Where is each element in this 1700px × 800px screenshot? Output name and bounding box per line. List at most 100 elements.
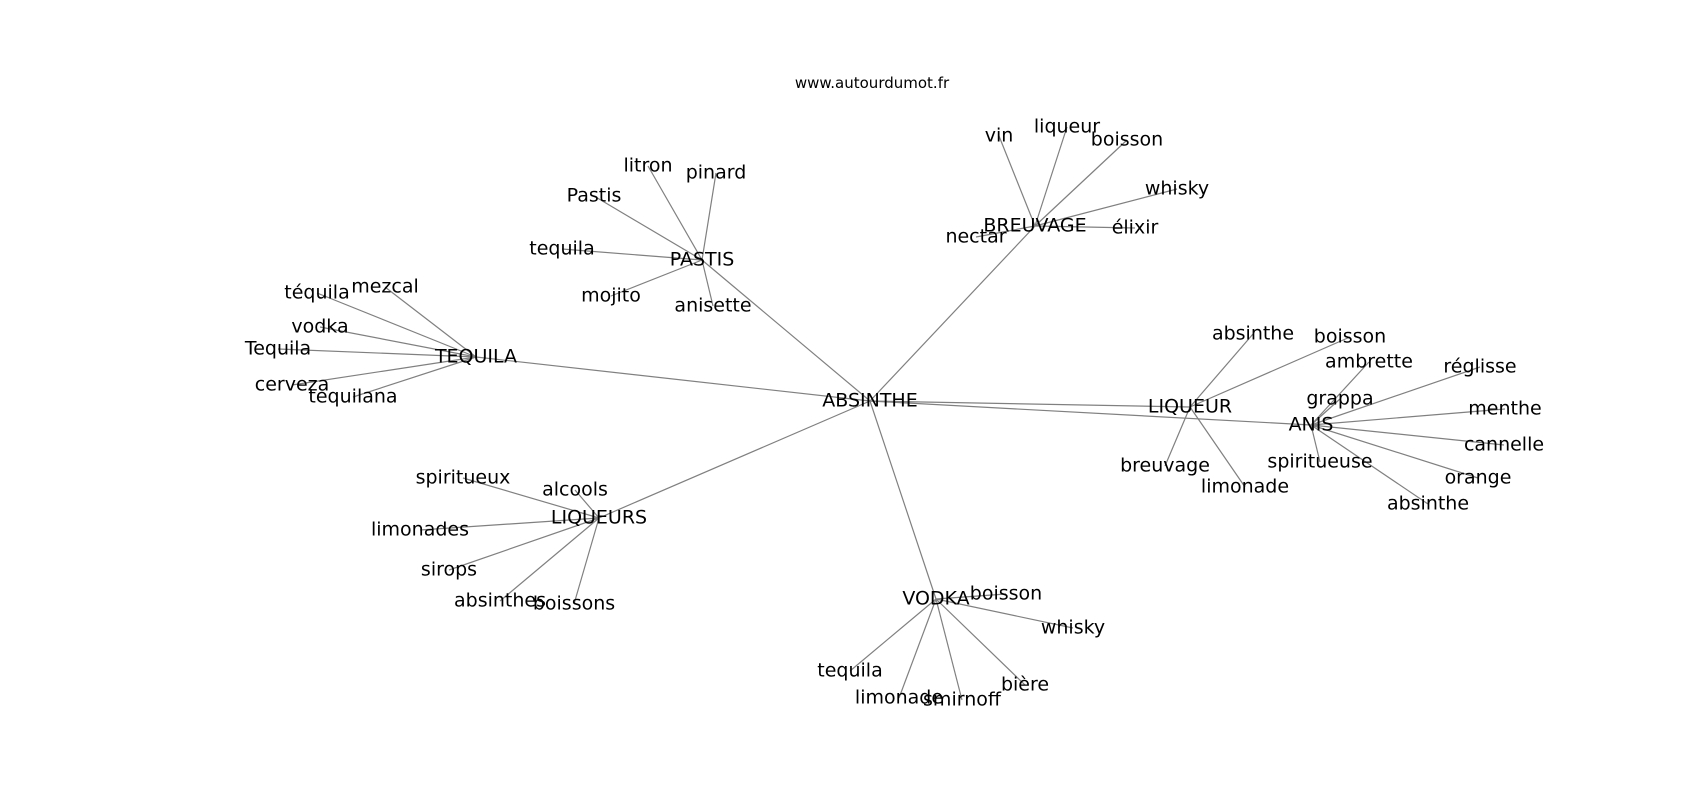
edge-pastis-to-word: [610, 259, 703, 297]
word-node-label: Pastis: [567, 185, 622, 207]
hub-node-label: TEQUILA: [434, 346, 517, 368]
edge-vodka-to-word: [935, 598, 1026, 686]
edge-breuvage-to-word: [1034, 225, 1136, 229]
edge-anis-to-word: [1310, 408, 1506, 426]
hub-node-label: BREUVAGE: [983, 215, 1086, 237]
word-node-label: absinthes: [454, 590, 546, 612]
edge-breuvage-to-word: [975, 225, 1036, 238]
word-node-label: whisky: [1041, 617, 1105, 639]
word-node-label: mezcal: [351, 276, 419, 298]
edge-liqueurs-to-word: [574, 489, 600, 519]
word-node-label: mojito: [581, 285, 641, 307]
word-node-label: ambrette: [1325, 351, 1413, 373]
edge-pastis-to-word: [701, 259, 714, 307]
edge-anis-to-word: [1310, 424, 1429, 505]
hub-node-label: PASTIS: [670, 249, 735, 271]
word-node-label: vodka: [291, 316, 348, 338]
edge-breuvage-to-word: [998, 135, 1036, 227]
edge-pastis-to-word: [561, 248, 703, 261]
center-node-label: ABSINTHE: [822, 390, 917, 412]
edge-anis-to-word: [1310, 398, 1341, 426]
word-node-label: breuvage: [1120, 455, 1210, 477]
word-node-label: limonade: [1201, 476, 1289, 498]
edge-anis-to-word: [1310, 424, 1321, 463]
word-node-label: alcools: [542, 479, 608, 501]
edge-tequila-to-word: [277, 348, 477, 358]
edge-center-to-vodka: [869, 400, 937, 600]
edge-vodka-to-word: [935, 598, 963, 701]
edge-anis-to-word: [1310, 361, 1370, 426]
source-credit: www.autourdumot.fr: [795, 74, 950, 92]
edge-tequila-to-word: [352, 356, 477, 398]
edge-tequila-to-word: [291, 356, 477, 386]
edge-center-to-breuvage: [869, 225, 1036, 402]
word-node-label: spiritueuse: [1267, 451, 1372, 473]
edge-pastis-to-word: [593, 195, 703, 261]
word-node-label: téquila: [284, 282, 349, 304]
hub-node-label: LIQUEURS: [551, 507, 647, 529]
word-node-label: sirops: [421, 559, 477, 581]
word-node-label: grappa: [1306, 388, 1373, 410]
edge-vodka-to-word: [935, 593, 1007, 600]
edge-pastis-to-word: [701, 172, 717, 261]
edge-center-to-liqueur: [869, 400, 1191, 408]
edge-tequila-to-word: [384, 286, 477, 358]
edge-anis-to-word: [1310, 424, 1505, 446]
hub-node-label: LIQUEUR: [1148, 396, 1232, 418]
word-node-label: Tequila: [244, 338, 311, 360]
word-node-label: absinthe: [1387, 493, 1469, 515]
word-node-label: absinthe: [1212, 323, 1294, 345]
edge-breuvage-to-word: [1034, 126, 1068, 227]
edge-liqueurs-to-word: [499, 517, 600, 602]
edge-vodka-to-word: [898, 598, 937, 699]
word-node-label: limonades: [371, 519, 469, 541]
edge-vodka-to-word: [935, 598, 1074, 629]
edge-center-to-liqueurs: [598, 400, 871, 519]
hub-node-label: VODKA: [902, 588, 969, 610]
word-node-label: tequila: [529, 238, 594, 260]
edge-liqueur-to-word: [1189, 336, 1351, 408]
edge-liqueurs-to-word: [462, 477, 600, 519]
hub-node-label: ANIS: [1289, 414, 1334, 436]
edge-anis-to-word: [1310, 424, 1479, 479]
word-node-label: cannelle: [1464, 434, 1544, 456]
word-node-label: spiritueux: [416, 467, 511, 489]
word-node-label: tequilana: [308, 386, 397, 408]
edge-liqueur-to-word: [1189, 333, 1254, 408]
word-node-label: anisette: [674, 295, 751, 317]
word-node-label: réglisse: [1443, 356, 1516, 378]
edge-liqueur-to-word: [1189, 406, 1246, 488]
word-node-label: liqueur: [1034, 116, 1100, 138]
word-node-label: nectar: [945, 226, 1006, 248]
edge-anis-to-word: [1310, 366, 1481, 426]
word-node-label: boissons: [533, 593, 615, 615]
word-node-label: litron: [623, 155, 672, 177]
word-node-label: cerveza: [255, 374, 330, 396]
word-node-label: menthe: [1468, 398, 1541, 420]
edge-center-to-tequila: [475, 356, 871, 402]
word-node-label: boisson: [970, 583, 1042, 605]
edge-liqueurs-to-word: [419, 517, 600, 531]
edges-layer: [277, 126, 1506, 701]
word-node-label: orange: [1445, 467, 1512, 489]
edge-pastis-to-word: [647, 165, 703, 261]
edge-vodka-to-word: [849, 598, 937, 672]
edge-center-to-anis: [869, 400, 1312, 426]
word-node-label: élixir: [1112, 217, 1159, 239]
edge-center-to-pastis: [701, 259, 871, 402]
word-node-label: bière: [1001, 674, 1049, 696]
edge-tequila-to-word: [316, 292, 477, 358]
word-node-label: boisson: [1091, 129, 1163, 151]
word-node-label: vin: [985, 125, 1014, 147]
word-node-label: limonade: [855, 687, 943, 709]
word-node-label: boisson: [1314, 326, 1386, 348]
edge-liqueurs-to-word: [448, 517, 600, 571]
word-node-label: tequila: [817, 660, 882, 682]
edge-breuvage-to-word: [1034, 188, 1178, 227]
word-node-label: whisky: [1145, 178, 1209, 200]
word-node-label: pinard: [686, 162, 747, 184]
edge-breuvage-to-word: [1034, 139, 1128, 227]
